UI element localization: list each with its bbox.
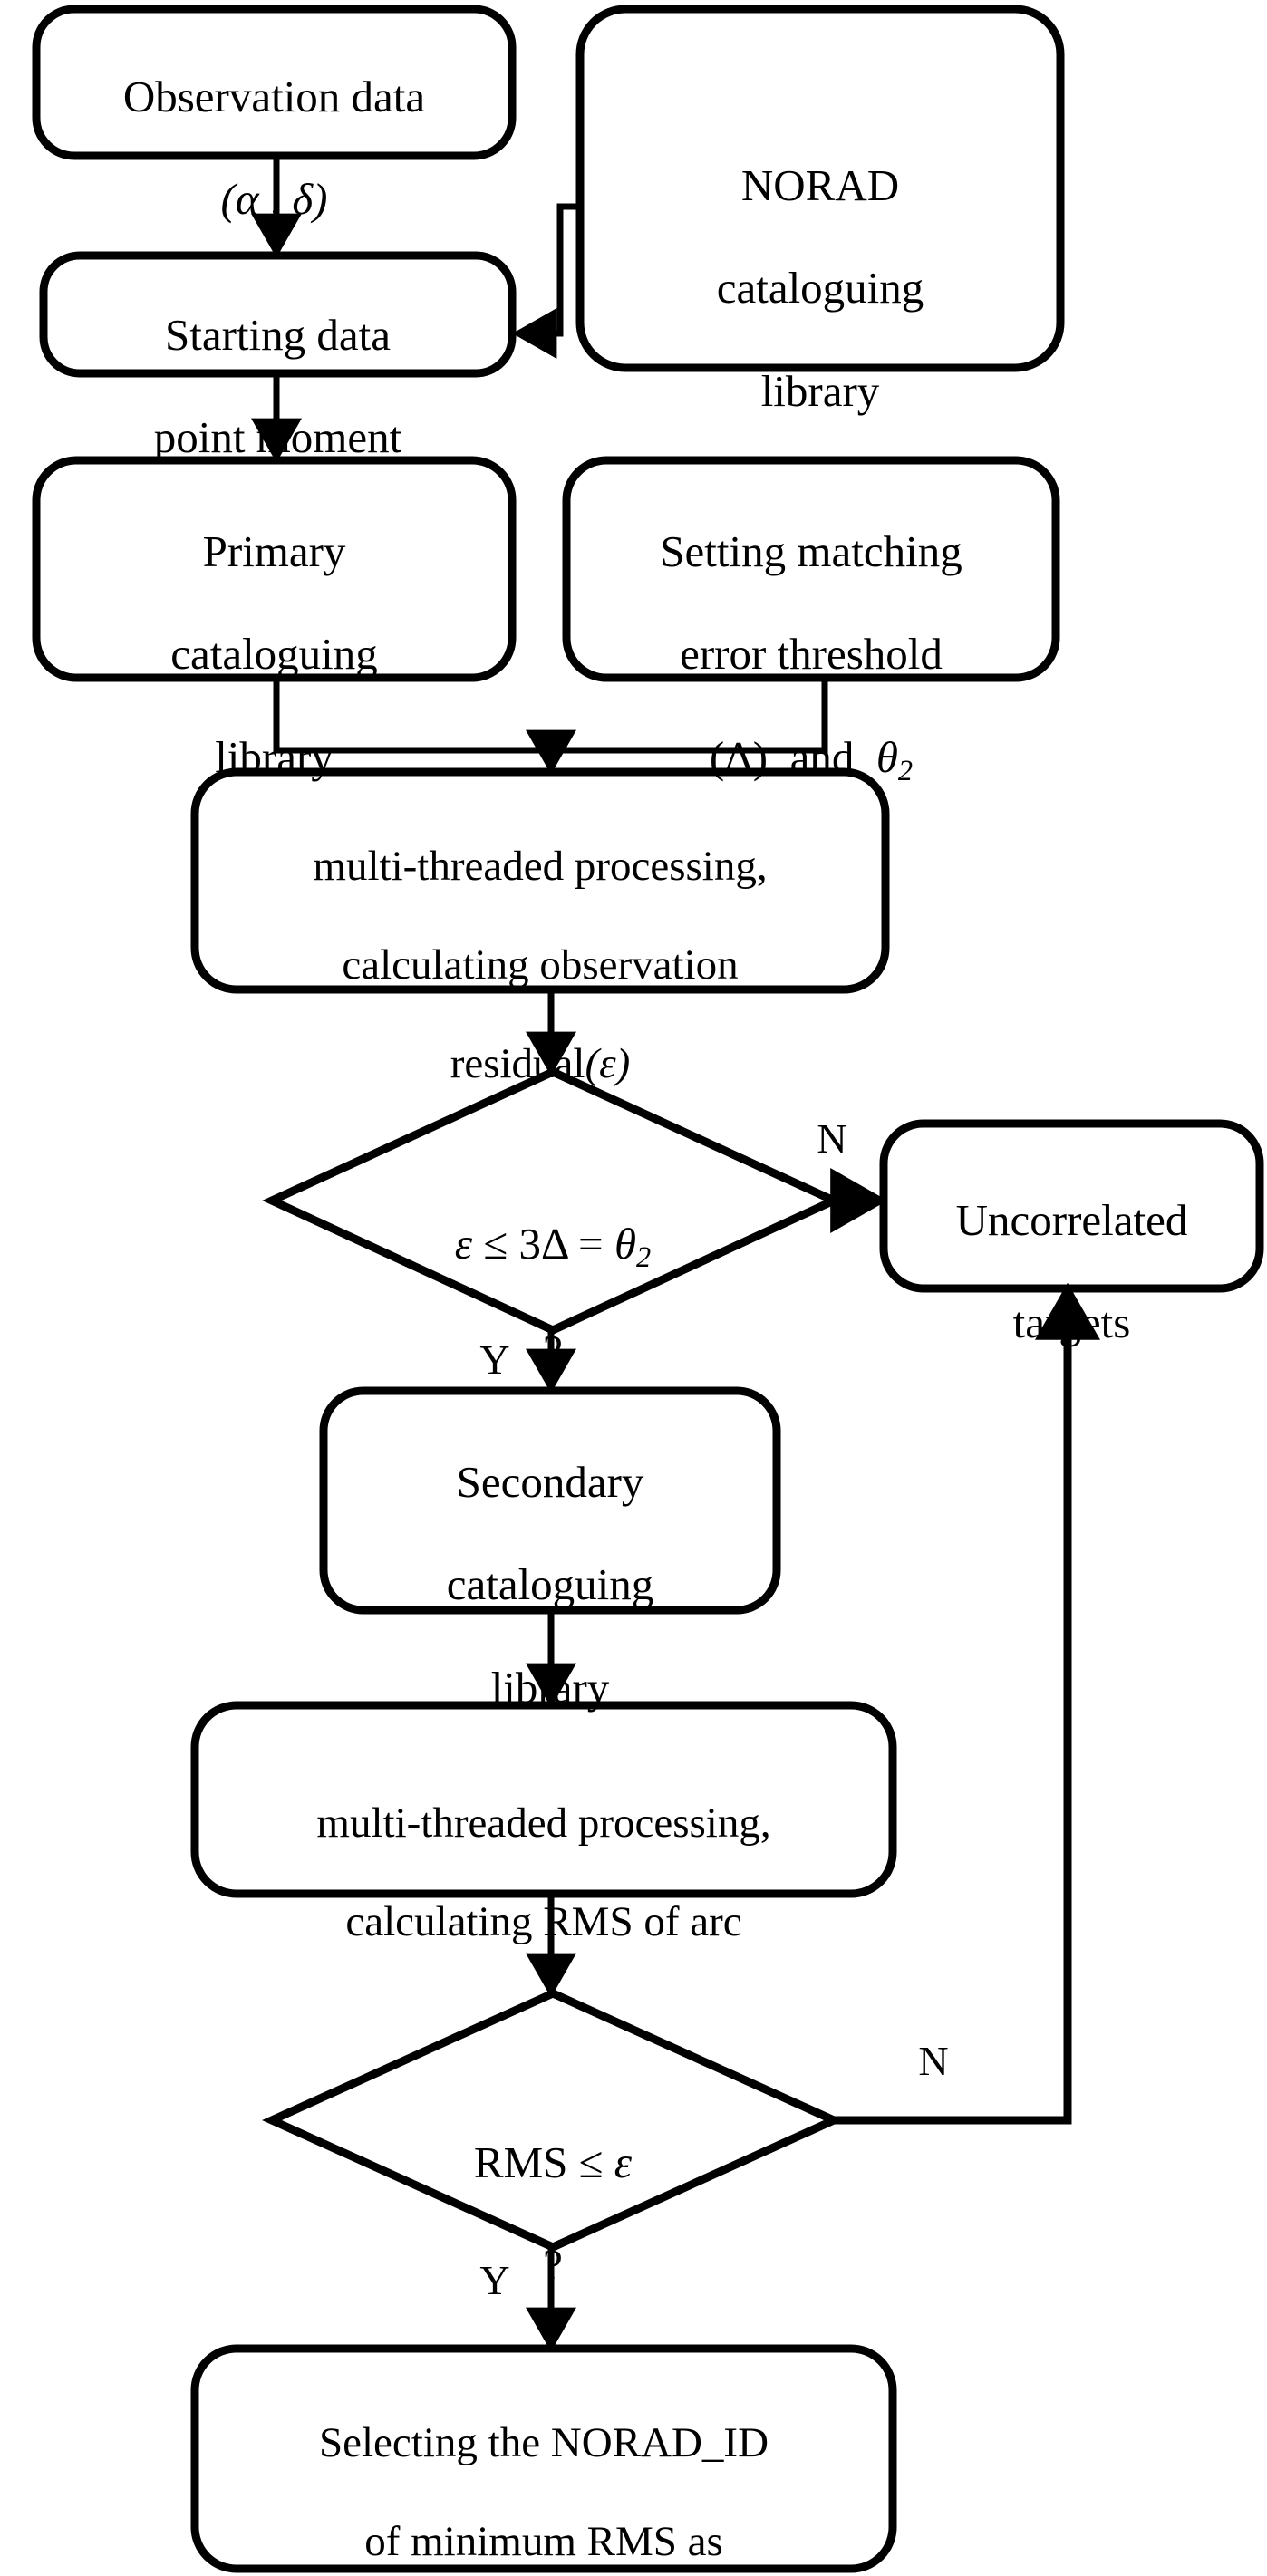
node-calc-rms [190,1701,897,1898]
node-select-norad-id [190,2344,897,2573]
node-secondary-library [319,1386,781,1615]
node-decision-residual [262,1067,844,1335]
node-uncorrelated-targets [879,1119,1264,1293]
node-calc-residual [190,767,890,994]
node-norad-library [575,5,1065,372]
edge-norad-to-starting [512,203,580,359]
node-starting-data-point [39,251,517,378]
node-primary-library [32,456,517,682]
node-decision-rms [262,1989,844,2252]
node-setting-threshold [562,456,1060,682]
edge-decision-rms-no [834,1282,1100,2125]
node-observation-data [32,5,517,160]
edge-primary-to-merge [273,678,828,754]
